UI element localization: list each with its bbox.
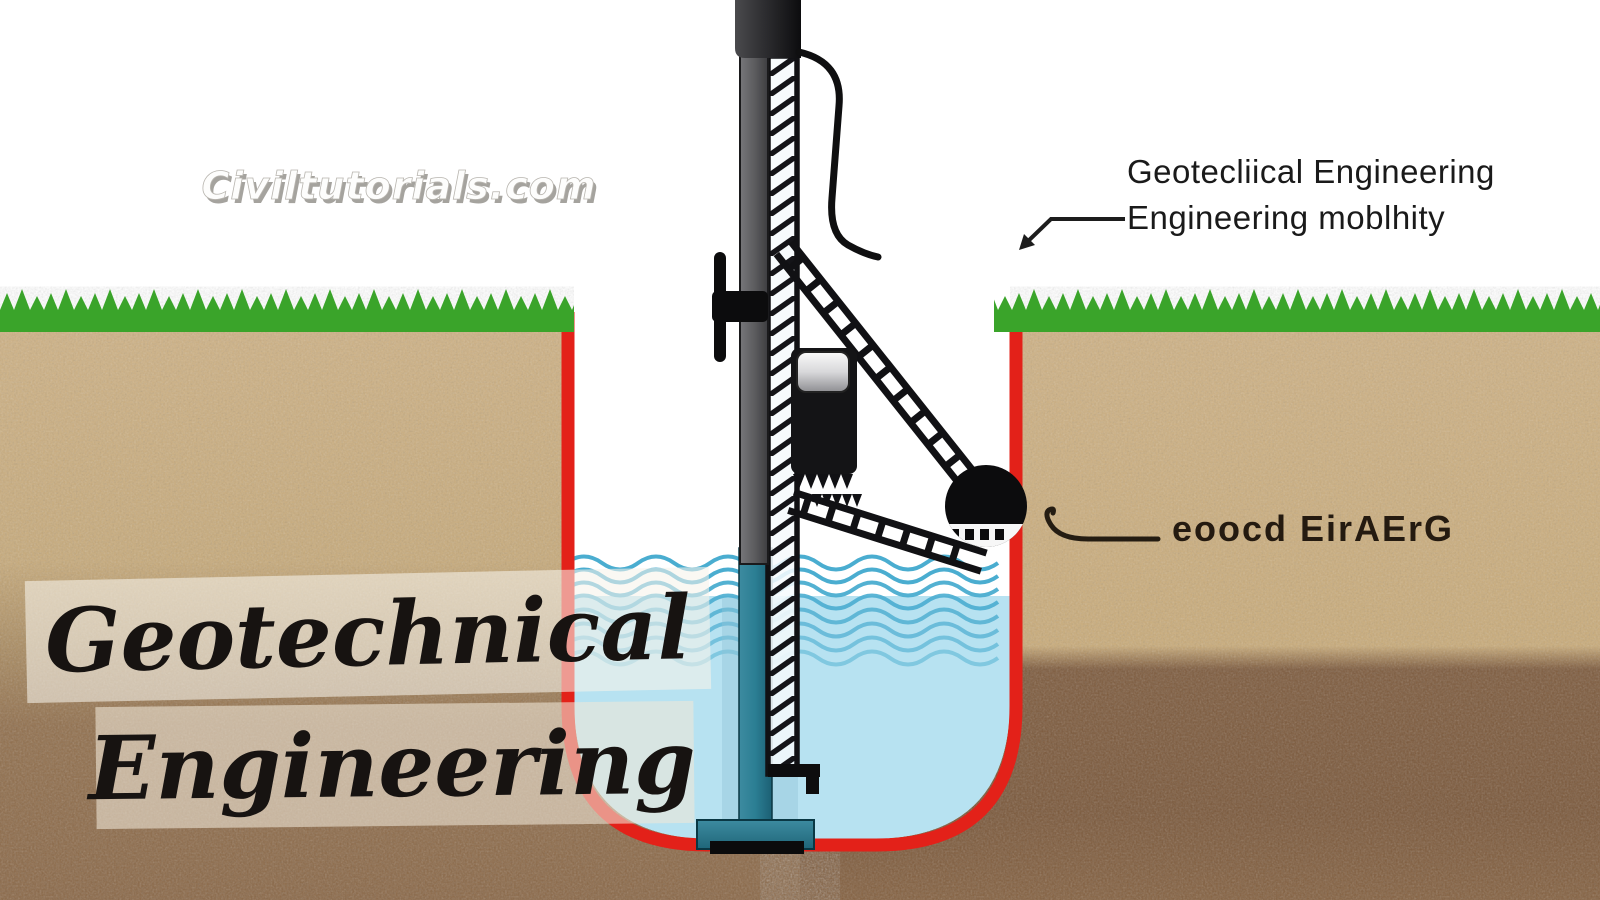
valve-handle [712, 252, 768, 362]
drill-cap [735, 0, 801, 58]
grass [0, 284, 1600, 332]
banner-2-bg [95, 700, 695, 830]
hoist-cable [795, 48, 882, 261]
banner-2: Engineering [85, 700, 696, 830]
callout-arrowhead-icon [1019, 234, 1035, 250]
grass-left [0, 284, 574, 332]
callout-mid-right-leader [1044, 506, 1161, 542]
truss-lower [787, 488, 988, 575]
banner-1-bg [24, 566, 712, 704]
mast-foot [768, 764, 820, 794]
truss-upper [773, 239, 992, 506]
winch-teeth [793, 474, 853, 489]
title-line-1: Geotechnical [44, 575, 692, 692]
banner-1: Geotechnical [24, 566, 712, 704]
title-line-2: Engineering [85, 710, 696, 820]
pulley-wheel [945, 465, 1027, 547]
watermark: Civiltutorials.com Civiltutorials.com [201, 164, 600, 212]
callout-top-right: Geotecliical Engineering Engineering mob… [1019, 153, 1495, 250]
callout-top-right-line-2: Engineering moblhity [1127, 199, 1445, 236]
callout-top-right-line-1: Geotecliical Engineering [1127, 153, 1495, 190]
winch-teeth-2 [812, 494, 862, 507]
winch-unit [791, 348, 862, 507]
callout-top-right-leader [1021, 217, 1125, 248]
base-plate [696, 819, 815, 854]
grass-right [994, 284, 1600, 332]
watermark-text: Civiltutorials.com [202, 164, 597, 208]
callout-mid-right: eoocd EirAErG [1044, 506, 1454, 549]
drill-rig [696, 0, 1027, 854]
watermark-shadow: Civiltutorials.com [205, 168, 600, 212]
winch-drum [796, 351, 850, 393]
callout-mid-right-label: eoocd EirAErG [1172, 508, 1454, 549]
